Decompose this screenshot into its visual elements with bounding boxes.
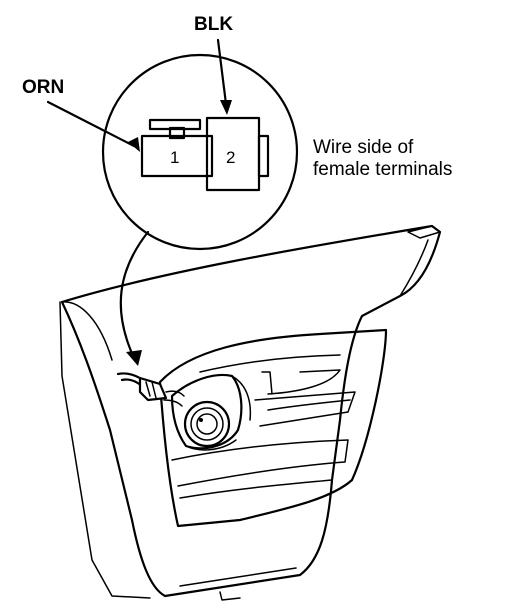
caption-line-2: female terminals [313, 159, 452, 180]
location-arrow [119, 230, 150, 366]
pin-1-label: 1 [170, 148, 179, 167]
magnifier-circle [101, 53, 299, 251]
caption-line-1: Wire side of [313, 137, 414, 158]
connector-face: 1 2 [140, 116, 270, 192]
fog-light-opening [158, 328, 388, 528]
orn-wire-label: ORN [22, 77, 64, 98]
blk-wire-label: BLK [194, 14, 233, 35]
fog-light-unit [170, 373, 252, 451]
blk-leader [216, 38, 232, 115]
pin-2-label: 2 [226, 148, 235, 167]
harness-connector [116, 372, 185, 407]
orn-leader [46, 100, 140, 152]
